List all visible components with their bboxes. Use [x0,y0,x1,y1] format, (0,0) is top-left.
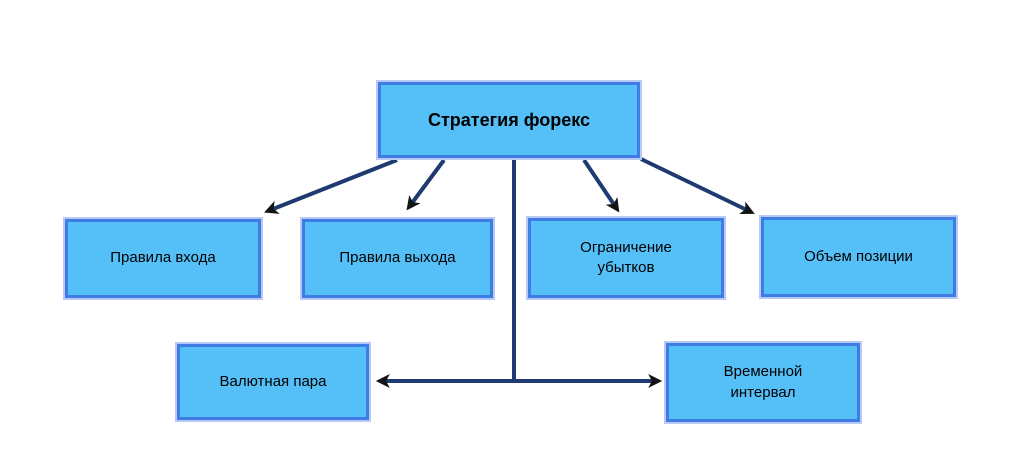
edge-strategy-loss-limit [582,158,620,213]
edge-strategy-exit-rules [406,158,446,211]
edge-strategy-position-size [640,157,755,215]
node-exit-rules: Правила выхода [300,217,495,300]
edge-strategy-entry-rules [264,158,398,214]
node-entry-rules-label: Правила входа [110,249,216,267]
node-position-size-label: Объем позиции [804,247,913,265]
node-currency-pair-label: Валютная пара [219,372,327,390]
node-loss-limit: Ограничение убытков [526,216,726,300]
node-strategy-label: Стратегия форекс [427,109,590,130]
node-position-size: Объем позиции [759,215,958,299]
node-loss-limit-label: Ограничение убытков [580,238,672,276]
node-time-interval-label: Временной интервал [723,363,803,401]
node-time-interval: Временной интервал [664,341,862,424]
node-entry-rules: Правила входа [63,217,263,300]
node-exit-rules-label: Правила выхода [339,249,456,267]
node-currency-pair: Валютная пара [175,342,371,422]
node-strategy: Стратегия форекс [376,80,642,160]
